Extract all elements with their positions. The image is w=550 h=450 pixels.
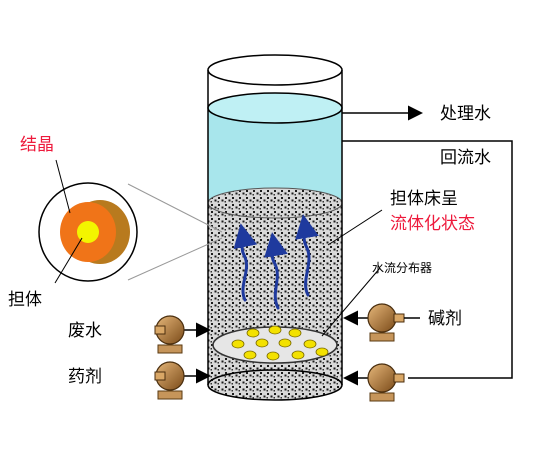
alkali-pump xyxy=(343,303,420,342)
return-pump xyxy=(343,363,405,402)
bed-state-leader xyxy=(327,209,383,246)
label-bed-state-1: 担体床呈 xyxy=(390,189,458,209)
pump-icon xyxy=(367,303,397,333)
label-chemical: 药剂 xyxy=(68,367,102,387)
distributor-leader xyxy=(321,267,381,337)
label-alkali: 碱剂 xyxy=(428,309,462,329)
carrier-particle-callout xyxy=(38,159,223,284)
label-bed-state-2: 流体化状态 xyxy=(390,214,475,234)
label-return-water: 回流水 xyxy=(440,148,491,168)
label-treated-water: 处理水 xyxy=(440,104,491,124)
label-crystal: 结晶 xyxy=(20,135,54,155)
label-carrier: 担体 xyxy=(8,290,42,310)
water-surface xyxy=(207,92,343,124)
label-waste-water: 废水 xyxy=(68,321,102,341)
label-distributor: 水流分布器 xyxy=(372,261,432,275)
column-rim xyxy=(207,54,343,86)
distributor-plate xyxy=(212,325,338,364)
bed-bottom xyxy=(207,369,343,401)
return-water-line xyxy=(342,140,513,379)
crystal-particle-icon xyxy=(60,200,130,264)
chemical-pump xyxy=(154,361,211,400)
pump-icon xyxy=(367,363,397,393)
nozzle-icon xyxy=(231,325,329,361)
flow-arrow-icon xyxy=(233,214,319,310)
waste-water-pump xyxy=(154,315,211,354)
bed-top-surface xyxy=(207,187,343,219)
